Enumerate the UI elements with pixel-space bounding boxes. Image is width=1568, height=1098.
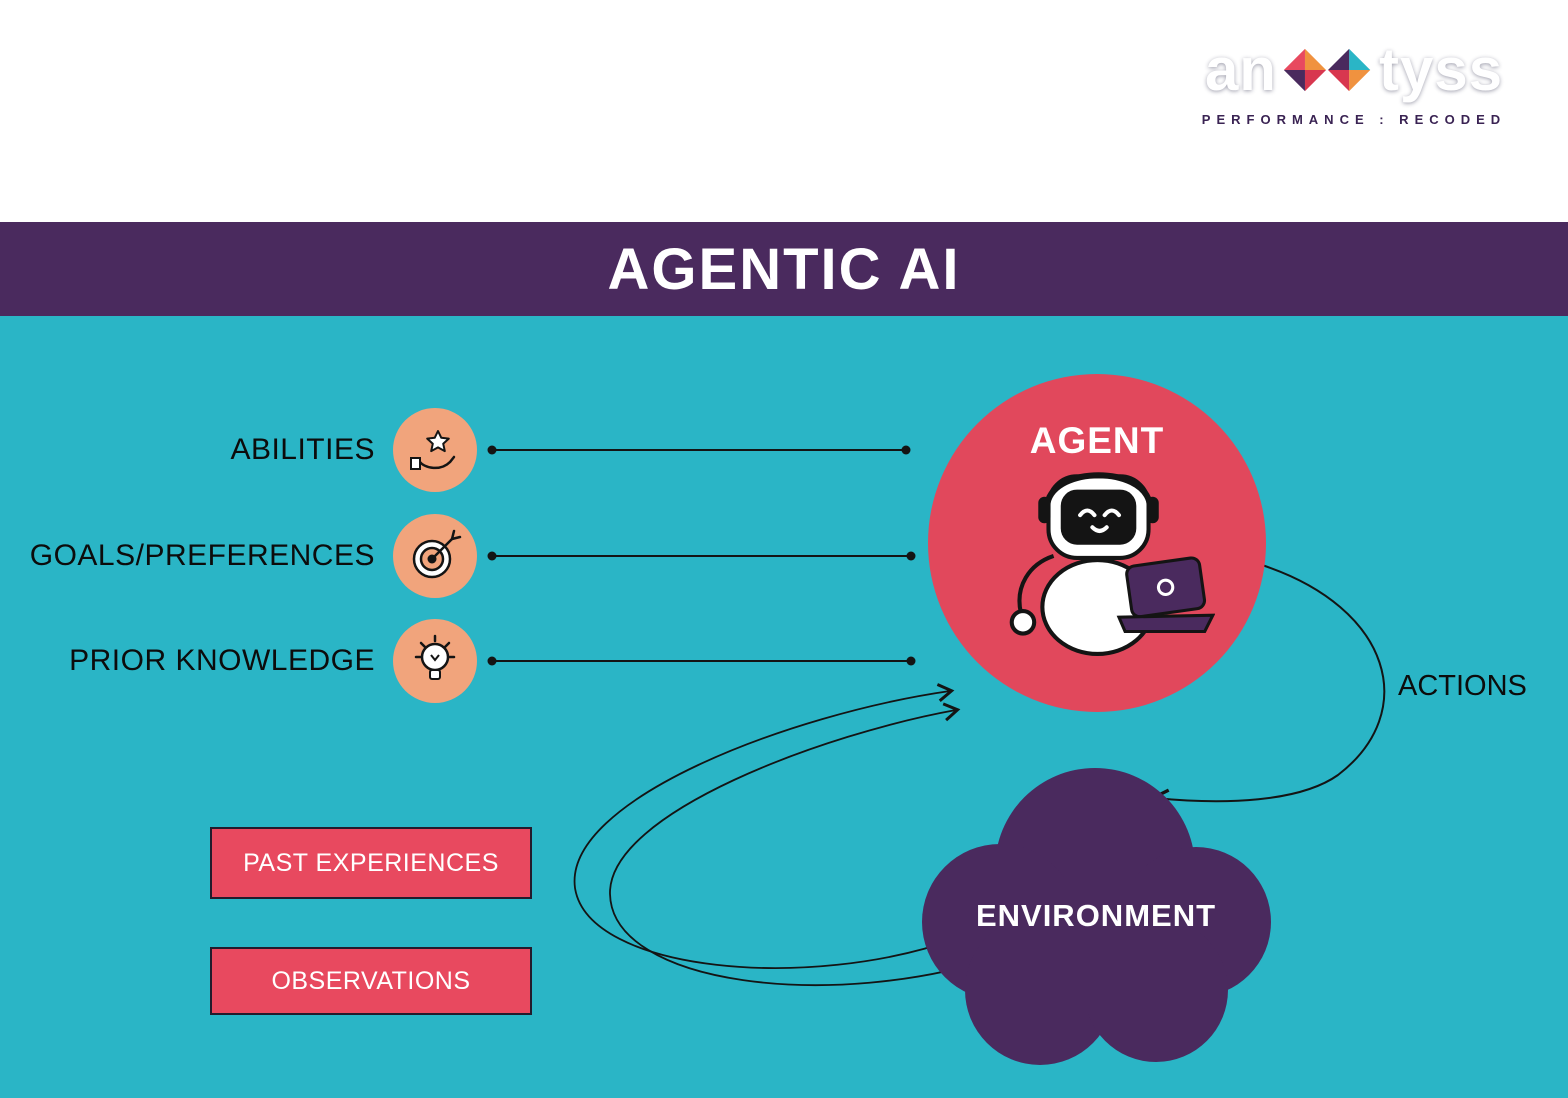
feedback-loop-arrow-inner [609, 702, 1003, 987]
environment-label: ENVIRONMENT [975, 898, 1217, 933]
robot-with-laptop-icon [1009, 472, 1215, 656]
logo-word-start: an [1204, 36, 1277, 103]
past-experiences-box: PAST EXPERIENCES [210, 827, 532, 899]
logo: an tyss PERFORMANCE : RECODED [1178, 40, 1530, 128]
goals-preferences-item [393, 514, 477, 598]
target-with-arrow-icon [412, 529, 462, 579]
header-band [0, 0, 1568, 222]
hand-holding-star-icon [410, 430, 456, 470]
abilities-connector-line [487, 445, 911, 455]
logo-wordmark: an tyss [1178, 40, 1530, 100]
agent-label: AGENT [1029, 420, 1165, 461]
page-title: AGENTIC AI [607, 236, 961, 302]
actions-label: ACTIONS [1398, 670, 1527, 702]
abilities-label: ABILITIES [230, 433, 375, 466]
prior-knowledge-connector-line [487, 656, 916, 666]
goals-connector-line [487, 551, 916, 561]
logo-pinwheel-icon [1283, 48, 1371, 92]
logo-tagline: PERFORMANCE : RECODED [1201, 112, 1507, 127]
prior-knowledge-label: PRIOR KNOWLEDGE [69, 644, 375, 677]
lightbulb-icon [414, 634, 456, 680]
feedback-loop-arrow-outer [573, 683, 959, 969]
prior-knowledge-item [393, 619, 477, 703]
observations-box: OBSERVATIONS [210, 947, 532, 1015]
goals-preferences-label: GOALS/PREFERENCES [29, 539, 375, 572]
logo-word-end: tyss [1378, 36, 1504, 103]
agent-circle: AGENT [928, 374, 1266, 712]
abilities-item [393, 408, 477, 492]
title-banner: AGENTIC AI [0, 222, 1568, 316]
